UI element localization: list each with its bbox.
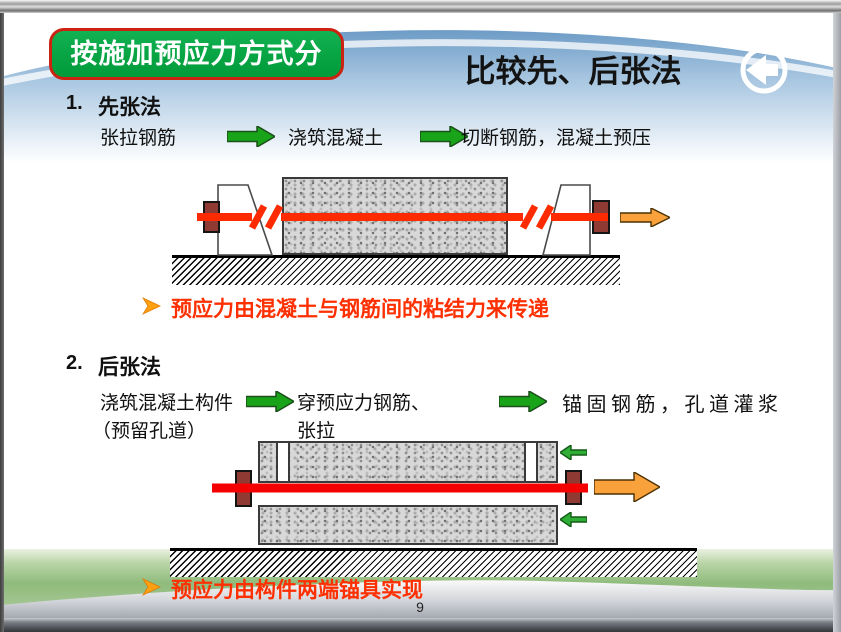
flow-arrow-icon	[499, 391, 547, 412]
flow2-step2-cont: 张拉	[297, 421, 336, 442]
section2-heading: 后张法	[98, 355, 161, 379]
duct-slit	[524, 443, 538, 481]
tendon-graphic	[212, 483, 588, 493]
flow1-step2: 浇筑混凝土	[288, 128, 384, 149]
section2-number: 2.	[66, 352, 83, 374]
press-arrow-icon	[560, 512, 587, 527]
flow-arrow-icon	[420, 126, 468, 147]
page-number: 9	[416, 599, 424, 615]
pretension-diagram	[140, 170, 700, 285]
concrete-beam-top	[258, 441, 558, 483]
posttension-diagram	[140, 430, 720, 577]
jack-arrow-icon	[594, 472, 660, 502]
silver-swoosh	[0, 580, 841, 620]
category-badge: 按施加预应力方式分	[49, 28, 344, 80]
flow2-step3: 锚固钢筋，孔道灌浆	[562, 394, 783, 416]
section1-number: 1.	[66, 92, 83, 114]
ground-hatch	[172, 255, 620, 285]
bottom-metal-bar	[0, 618, 841, 632]
ground-hatch	[170, 548, 697, 577]
top-metal-bar	[0, 0, 841, 13]
flow-arrow-icon	[246, 391, 294, 412]
arrow-bullet-icon	[142, 578, 161, 596]
flow2-step1-cont: （预留孔道）	[92, 421, 207, 442]
header-sky-graphic	[0, 13, 841, 163]
page-title: 比较先、后张法	[464, 54, 682, 89]
tension-arrow-icon	[620, 208, 670, 227]
section1-heading: 先张法	[98, 95, 161, 119]
flow2-step1: 浇筑混凝土构件	[100, 393, 234, 414]
arrow-bullet-icon	[142, 297, 161, 315]
duct-slit	[276, 443, 290, 481]
flow2-step2: 穿预应力钢筋、	[297, 393, 431, 414]
back-button[interactable]	[737, 43, 791, 97]
back-icon	[740, 46, 788, 94]
flow1-step1: 张拉钢筋	[100, 128, 177, 149]
tendon-graphic	[197, 204, 608, 230]
press-arrow-icon	[560, 445, 587, 460]
flow-arrow-icon	[227, 126, 275, 147]
concrete-beam-bottom	[258, 505, 558, 545]
section2-note: 预应力由构件两端锚具实现	[171, 578, 423, 602]
right-edge	[833, 13, 841, 632]
flow1-step3: 切断钢筋，混凝土预压	[461, 128, 652, 149]
section1-note: 预应力由混凝土与钢筋间的粘结力来传递	[171, 297, 549, 321]
left-edge	[0, 13, 4, 632]
